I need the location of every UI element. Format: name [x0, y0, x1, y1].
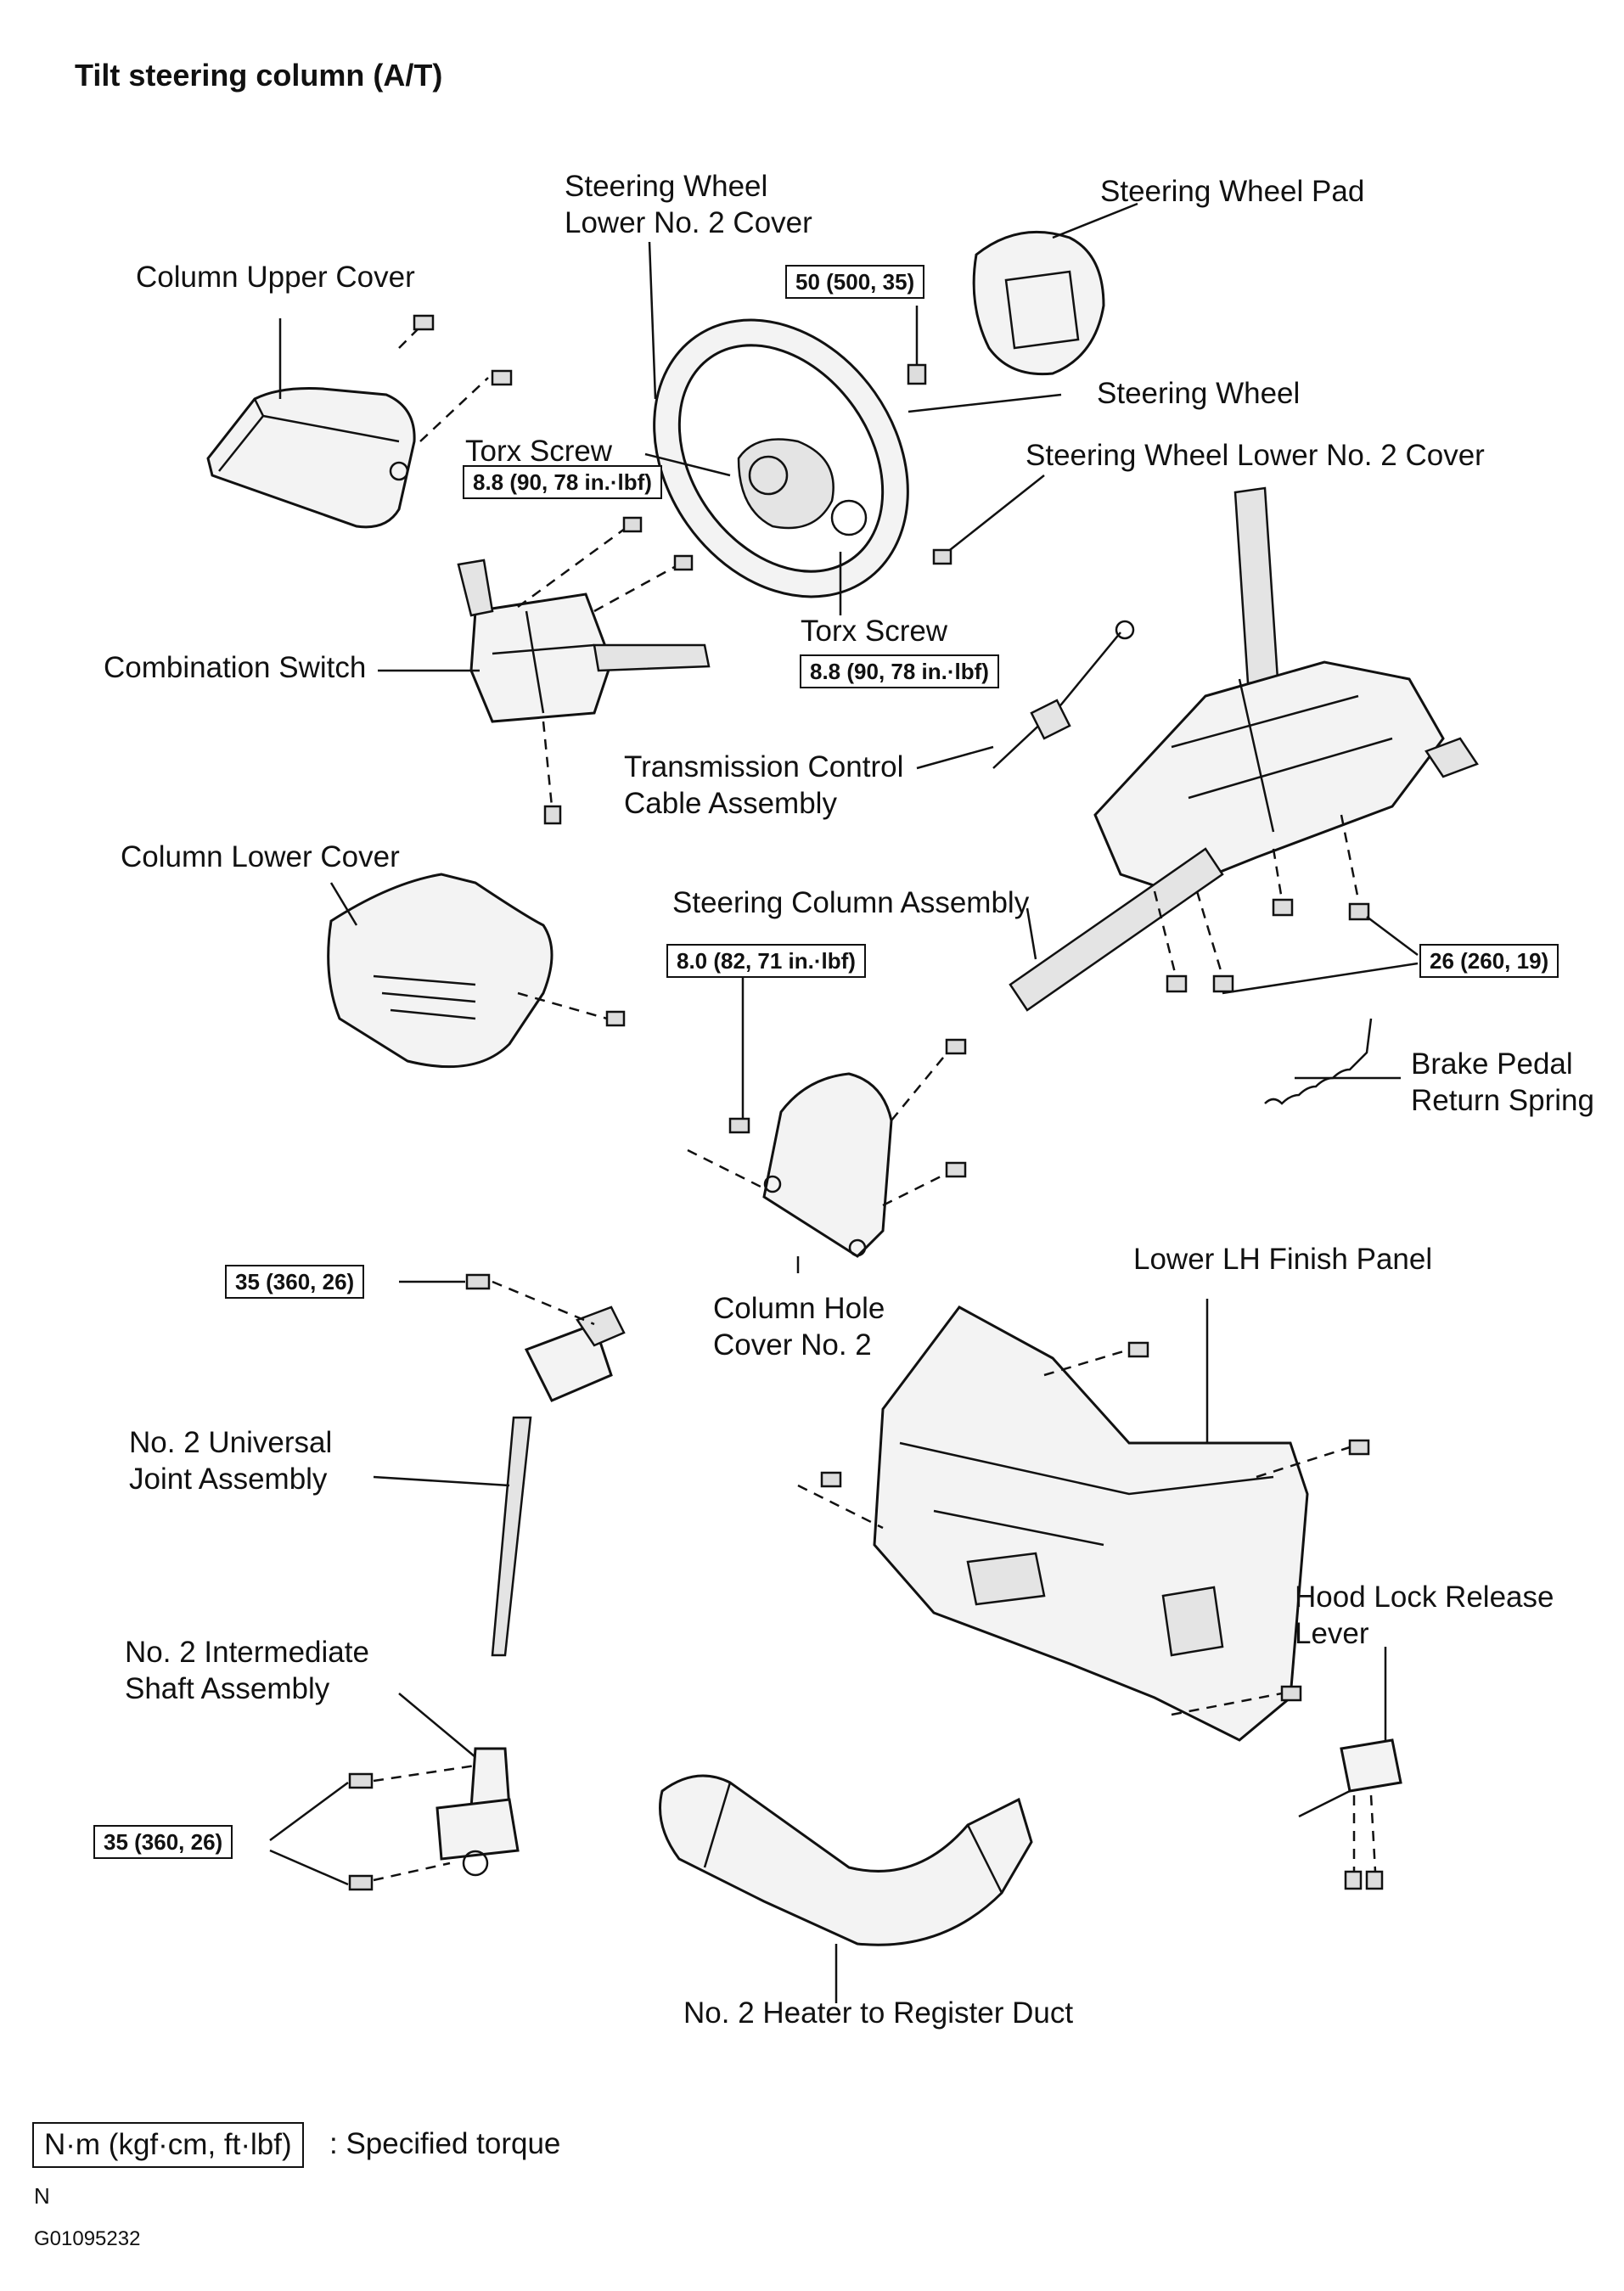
leader-lower-cover-right	[941, 474, 1045, 557]
column-upper-cover-part	[206, 387, 416, 529]
screw-hole-1	[728, 1117, 750, 1134]
column-hole-cover-part	[762, 1072, 893, 1258]
dash-upper-cover-screws	[398, 322, 489, 442]
brake-spring-part	[1264, 1018, 1373, 1105]
leader-shaft-torque	[269, 1781, 349, 1886]
torque-universal-joint: 35 (360, 26)	[225, 1265, 365, 1299]
intermediate-shaft-part	[436, 1747, 520, 1877]
lower-lh-finish-panel-part	[873, 1306, 1309, 1742]
dash-shaft-bolts	[373, 1764, 476, 1882]
footer-mark: N	[34, 2183, 50, 2209]
universal-joint-part	[491, 1306, 626, 1657]
label-steering-wheel: Steering Wheel	[1097, 377, 1301, 410]
torque-column-hole-cover: 8.0 (82, 71 in.·lbf)	[666, 944, 866, 978]
screw-lower-cover-1	[605, 1010, 626, 1027]
label-torx-screw-right: Torx Screw	[801, 615, 948, 648]
screw-hood-1	[1344, 1870, 1363, 1890]
screw-upper-1	[413, 314, 435, 331]
label-combination-switch: Combination Switch	[104, 651, 367, 684]
dash-hole-cover	[687, 1047, 952, 1207]
label-column-upper-cover: Column Upper Cover	[136, 261, 415, 294]
screw-comb-3	[543, 805, 562, 825]
label-column-hole-cover: Column Hole Cover No. 2	[713, 1292, 885, 1362]
transmission-cable-part	[992, 620, 1135, 769]
leader-column	[1026, 907, 1037, 960]
dash-hood-screws	[1352, 1794, 1377, 1873]
label-steering-wheel-pad: Steering Wheel Pad	[1100, 175, 1365, 208]
screw-panel-2	[1348, 1439, 1370, 1456]
dash-combination-screws	[517, 525, 680, 807]
leader-wheel	[908, 393, 1062, 413]
leader-uj	[373, 1475, 510, 1487]
screw-hood-2	[1365, 1870, 1384, 1890]
screw-panel-3	[820, 1471, 842, 1488]
bolt-shaft-1	[348, 1772, 374, 1789]
label-sw-lower-cover-right: Steering Wheel Lower No. 2 Cover	[1026, 439, 1485, 472]
screw-panel-4	[1280, 1685, 1302, 1702]
screw-comb-2	[673, 554, 694, 571]
legend-torque-text: : Specified torque	[329, 2127, 561, 2160]
label-steering-column-assembly: Steering Column Assembly	[672, 886, 1030, 919]
steering-wheel-part	[653, 318, 909, 598]
torque-intermediate-shaft: 35 (360, 26)	[93, 1825, 233, 1859]
steering-wheel-pad-part	[972, 230, 1105, 376]
footer-code: G01095232	[34, 2227, 141, 2250]
leader-column-nuts	[1222, 916, 1419, 995]
screw-hole-3	[945, 1161, 967, 1178]
torque-torx-left: 8.8 (90, 78 in.·lbf)	[463, 465, 662, 499]
torque-column-nuts: 26 (260, 19)	[1419, 944, 1559, 978]
heater-duct-part	[659, 1774, 1033, 1946]
label-no2-heater-duct: No. 2 Heater to Register Duct	[683, 1996, 1074, 2030]
dash-column-nuts	[1153, 814, 1360, 977]
label-no2-universal-joint: No. 2 Universal Joint Assembly	[129, 1426, 333, 1496]
screw-panel-1	[1127, 1341, 1149, 1358]
label-column-lower-cover: Column Lower Cover	[121, 840, 400, 873]
torque-torx-right: 8.8 (90, 78 in.·lbf)	[800, 654, 999, 688]
leader-pad	[1052, 202, 1138, 239]
column-lower-cover-part	[327, 873, 554, 1069]
bolt-uj	[465, 1273, 491, 1290]
screw-upper-2	[491, 369, 513, 386]
label-brake-pedal-return-spring: Brake Pedal Return Spring	[1411, 1047, 1594, 1117]
leader-shaft	[398, 1693, 476, 1758]
nut-wheel	[907, 363, 927, 385]
leader-lower-cover	[329, 882, 358, 926]
label-hood-lock-release-lever: Hood Lock Release Lever	[1295, 1581, 1554, 1650]
page-title: Tilt steering column (A/T)	[75, 58, 443, 93]
dash-finish-panel	[797, 1348, 1351, 1716]
label-transmission-cable: Transmission Control Cable Assembly	[624, 750, 904, 820]
nut-col-1	[1166, 974, 1188, 993]
hood-lock-lever-part	[1298, 1738, 1402, 1818]
leader-torx-left	[644, 452, 731, 477]
screw-lower-cover	[932, 548, 952, 565]
label-torx-screw-left: Torx Screw	[465, 435, 613, 468]
leader-cable	[916, 745, 994, 770]
legend-torque-box: N·m (kgf·cm, ft·lbf)	[32, 2122, 304, 2168]
bolt-shaft-2	[348, 1874, 374, 1891]
label-sw-lower-cover-top: Steering Wheel Lower No. 2 Cover	[565, 170, 812, 239]
torque-wheel-nut: 50 (500, 35)	[785, 265, 925, 299]
label-no2-intermediate-shaft: No. 2 Intermediate Shaft Assembly	[125, 1636, 369, 1705]
steering-column-part	[1009, 486, 1479, 1012]
screw-hole-2	[945, 1038, 967, 1055]
nut-col-4	[1348, 902, 1370, 921]
label-lower-lh-finish-panel: Lower LH Finish Panel	[1133, 1243, 1433, 1276]
combination-switch-part	[457, 559, 711, 723]
nut-col-2	[1212, 974, 1234, 993]
dash-uj-bolt	[492, 1280, 595, 1326]
leader-lower-cover-top	[648, 241, 657, 400]
screw-comb-1	[622, 516, 643, 533]
nut-col-3	[1272, 898, 1294, 917]
dash-lower-cover-screw	[517, 991, 608, 1020]
